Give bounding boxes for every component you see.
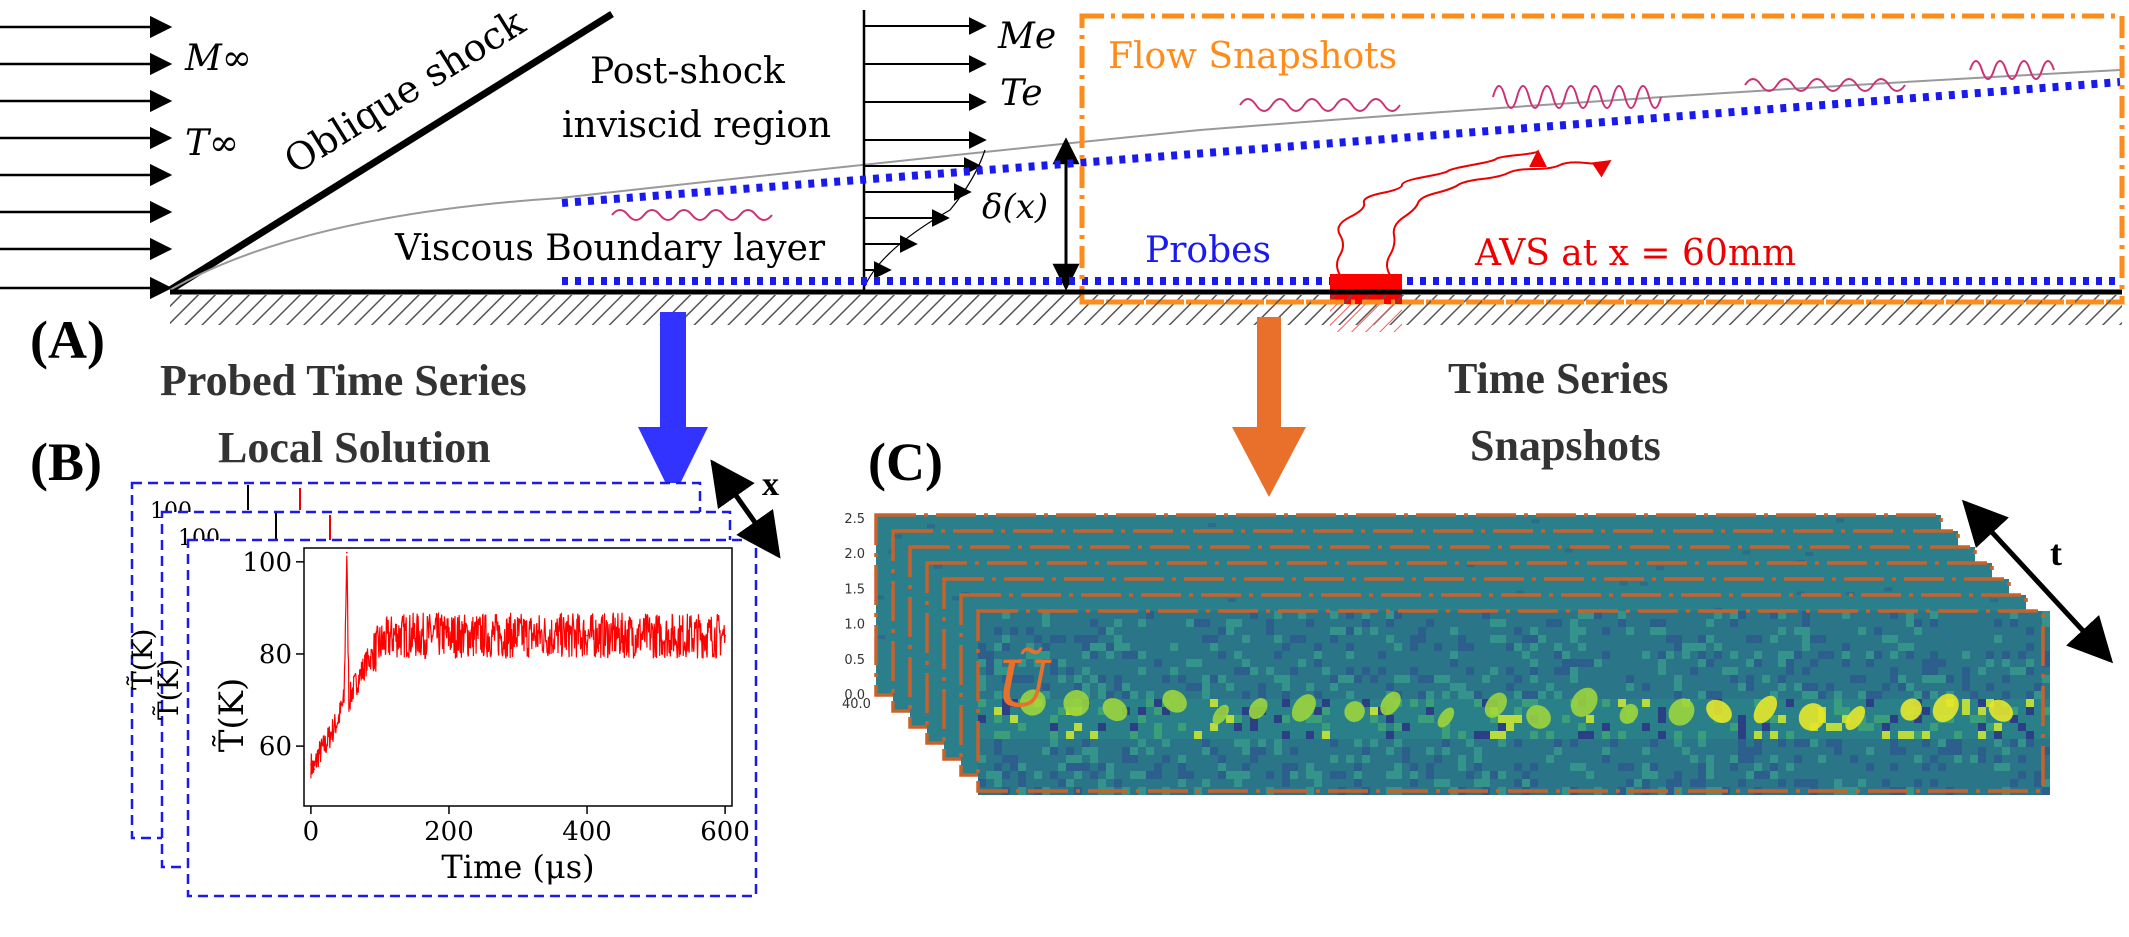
freestream-mach-label: M∞ [184,38,252,79]
chart-xlabel: Time (μs) [441,848,594,886]
y-tick-label: 100 [242,548,292,578]
freestream-arrows [0,15,173,300]
bl-label: Viscous Boundary layer [394,228,826,269]
panel-b: Probed Time Series Local Solution (B) 10… [30,312,781,898]
temperature-data-point [330,731,333,734]
postshock-label-line1: Post-shock [590,51,786,92]
x-tick-label: 400 [562,817,612,847]
x-stack-label: x [762,466,779,503]
temperature-data-point [317,754,319,757]
temperature-series-line [310,555,726,779]
temperature-data-point [323,745,326,747]
panel-b-title-line1: Probed Time Series [160,356,527,405]
field-u-label: Ũ [996,647,1052,722]
x-tick-label: 600 [700,817,750,847]
temperature-data-point [413,634,416,637]
temperature-data-point [392,634,395,637]
t-stack-arrow [1961,499,2114,664]
postshock-label-line2: inviscid region [562,105,831,146]
flow-snapshots-label: Flow Snapshots [1108,36,1397,77]
temperature-data-point [655,634,657,637]
snapshot-y-tick-label: 2.0 [844,547,865,562]
temperature-data-point [313,768,316,770]
t-stack-label: t [2050,533,2062,573]
temperature-data-point [365,662,367,664]
snapshots-arrow [1232,317,1306,497]
temperature-data-point [517,634,519,637]
temperature-data-point [379,643,381,646]
panel-c-title-line2: Snapshots [1470,421,1661,470]
panel-a-label: (A) [30,310,105,370]
snapshot-y-ticks: 2.5 2.0 1.5 1.0 0.5 0.0 [844,512,865,703]
temperature-data-point [448,634,450,637]
wall-hatching [170,295,2122,325]
instability-waves [611,60,2055,221]
probes-label: Probes [1145,230,1271,271]
temperature-data-point [351,690,354,692]
snapshot-stack: Ũ [874,513,2050,795]
panel-c: Time Series Snapshots (C) 2.5 2.0 1.5 1.0 0.… [842,317,2114,795]
edge-mach-label: Me [997,16,1056,57]
temperature-data-point [586,634,588,637]
avs-label: AVS at x = 60mm [1474,233,1796,274]
y-tick-label: 60 [259,732,292,762]
x-tick-label: 0 [303,817,320,847]
panel-a: M∞ T∞ Oblique shock Post-shock inviscid … [0,0,2125,370]
y-tick-label: 80 [259,640,292,670]
temperature-chart: 0 200 400 600 60 80 100 T̃(K) Time (μs) [212,547,750,886]
temperature-data-point [310,763,312,766]
snapshot-x-tick: 40.0 [842,697,871,712]
snapshot-y-tick-label: 1.5 [844,582,865,597]
panel-c-title-line1: Time Series [1448,354,1668,403]
temperature-data-point [724,634,726,637]
snapshot-y-tick-label: 1.0 [844,618,865,633]
oblique-shock-line [168,11,614,293]
bl-thickness-label: δ(x) [982,187,1048,227]
back-ylabel: T̃(K) [126,629,159,690]
avs-acoustic-rays [1336,149,1612,276]
snapshot-front [976,609,2050,795]
freestream-temp-label: T∞ [185,123,239,164]
panel-b-label: (B) [30,432,102,492]
x-tick-label: 200 [424,817,474,847]
panel-b-title-line2: Local Solution [218,423,491,472]
back-ylabel-2: T̃(K) [152,659,185,720]
edge-temp-label: Te [1000,73,1043,114]
temperature-data-point [346,551,348,554]
snapshot-y-tick-label: 0.0 [844,688,865,703]
panel-c-label: (C) [868,432,943,492]
temperature-data-point [337,717,340,720]
boundary-layer-edge [169,69,2121,291]
snapshot-y-tick-label: 0.5 [844,653,865,668]
edge-velocity-arrows [864,17,987,279]
temperature-data-point [348,699,350,701]
plot-area [303,547,733,807]
temperature-data-point [343,699,345,701]
probes-to-timeseries-arrow [638,312,708,498]
snapshot-y-tick-label: 2.5 [844,512,865,527]
probes-upper-line [561,78,2121,207]
chart-ylabel: T̃(K) [212,678,252,753]
x-stack-arrow [710,459,781,559]
